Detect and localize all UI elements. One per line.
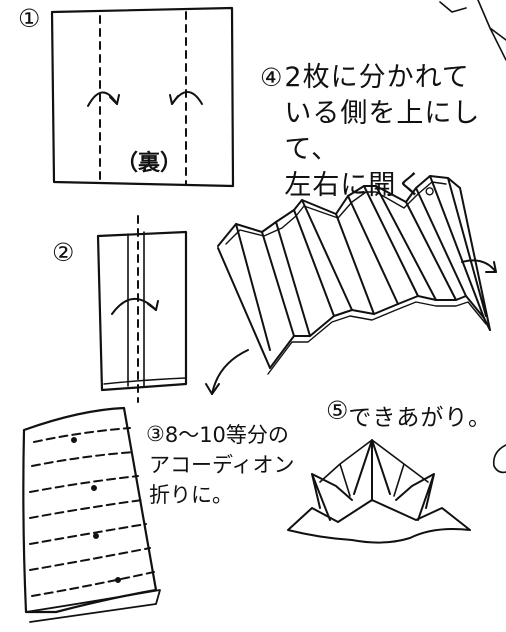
step3-dot [91,485,97,491]
step3-instruction: ③ 8～10等分の アコーディオン 折りに。 [146,420,295,510]
step3-line: アコーディオン [149,453,295,477]
step3-number: ③ [146,422,165,446]
step5-center-point [353,439,391,501]
step3-line: 折りに。 [149,483,233,507]
step5-caption: ⑤ できあがり。 [326,398,492,432]
step1-sheet [50,6,235,188]
step5-right-petal [395,473,435,521]
step2-bottom-layer [103,377,187,385]
step4-text: 2枚に分かれて いる側を上にして、 左右に開く。 [284,60,506,204]
step4-pleat-lines [217,175,491,369]
step4-line: 2枚に分かれて [284,62,470,93]
step3-bottom-fold [25,589,161,623]
step4-line: いる側を上にして、 [284,98,481,165]
step3-line: 8～10等分の [164,423,289,447]
step4-arrow-right-head [485,261,497,273]
step3-drawing [22,406,161,623]
step2-arrow-head [147,300,159,311]
step4-drawing [205,175,497,395]
step5-number: ⑤ [326,396,349,425]
step4-bottom-edge [269,295,491,369]
step1-arrow-right-head [169,94,179,105]
step4-number: ④ [260,63,283,92]
step2-drawing [96,215,188,403]
step3-dot [93,533,99,539]
step1-number: ① [18,4,41,33]
step4-line: 左右に開く。 [284,170,453,201]
step2-number: ② [52,238,75,267]
step2-arrow [111,298,157,315]
step4-bottom-edge-inner [267,301,487,375]
step1-drawing [50,6,235,188]
step5-left-petal [311,473,353,521]
corner-sketch-top-right [439,0,506,61]
step1-back-label: （裏） [116,151,183,176]
step5-base [287,499,471,544]
step5-inner-lines [319,439,429,497]
step4-arrow-left [211,349,249,395]
step5-text: できあがり。 [348,405,492,431]
corner-sketch-right [492,444,506,474]
step4-top-edge-inner [225,181,447,245]
step1-arrow-left-head [109,94,120,105]
step5-drawing [287,439,471,544]
step4-instruction: ④ 2枚に分かれて いる側を上にして、 左右に開く。 [260,60,506,204]
step3-dot [115,577,121,583]
step3-pleat-lines [29,427,155,597]
step3-dot [71,437,77,443]
step3-sheet [22,406,158,614]
step4-arrow-right [461,259,497,273]
step2-strip-outline [96,230,188,392]
step2-inner-flap [127,231,145,387]
step4-arrow-left-head [205,383,220,395]
